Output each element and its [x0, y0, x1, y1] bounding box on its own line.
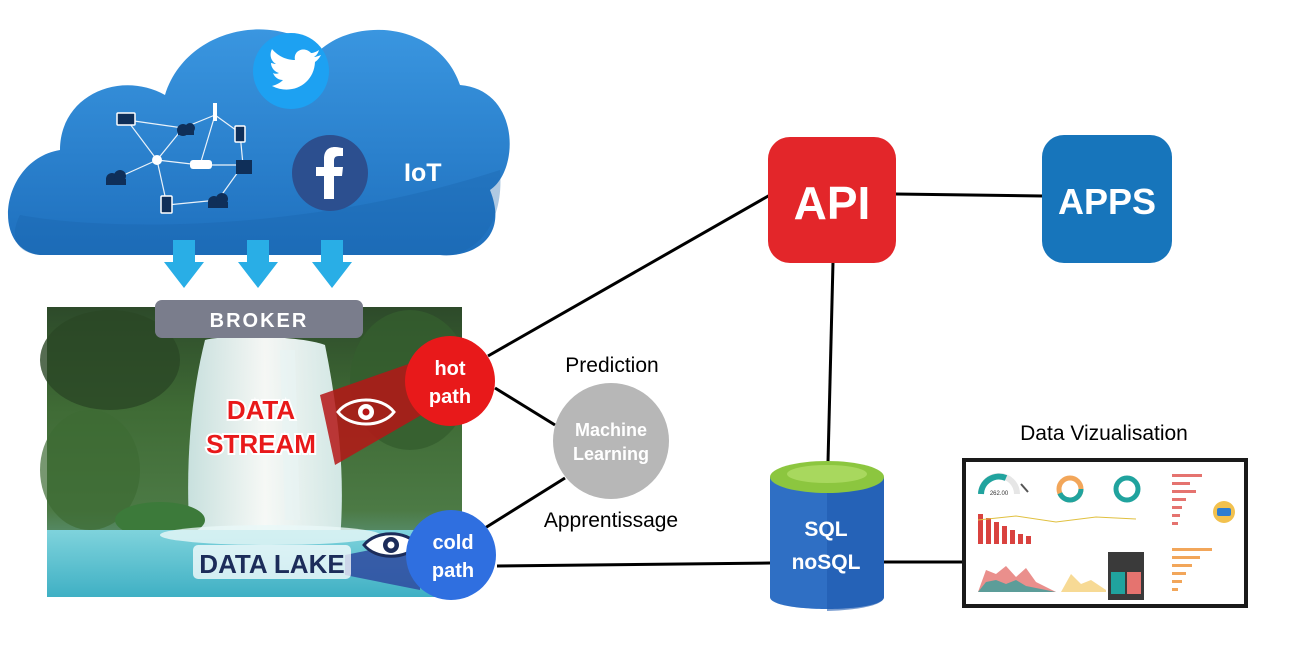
- apps-label: APPS: [1058, 181, 1156, 222]
- cold-path-to-database-line: [496, 561, 771, 568]
- hot-path-line2: path: [429, 386, 471, 408]
- machine-learning-node: Prediction Machine Learning Apprentissag…: [544, 354, 678, 532]
- data-stream-line2: STREAM: [206, 429, 316, 459]
- database-node: SQL noSQL: [770, 461, 884, 611]
- api-node: API: [768, 137, 896, 263]
- hot-path-to-api-line: [487, 193, 771, 358]
- download-arrow-icon: [164, 240, 352, 288]
- database-line2: noSQL: [792, 551, 861, 574]
- iot-label: IoT: [404, 159, 442, 187]
- apps-node: APPS: [1042, 135, 1172, 263]
- data-stream-line1: DATA: [227, 395, 296, 425]
- gauge-value: 262.00: [990, 491, 1009, 497]
- ml-to-cold-path-line: [484, 476, 566, 530]
- prediction-label: Prediction: [565, 354, 658, 377]
- data-stream-group: DATA STREAM: [204, 360, 430, 465]
- dataviz-title: Data Vizualisation: [1020, 422, 1188, 445]
- twitter-icon: [253, 33, 329, 109]
- dashboard-mini-charts: 262.00: [966, 462, 1244, 604]
- facebook-icon: [292, 135, 368, 211]
- api-label: API: [794, 177, 871, 229]
- cold-path-line2: path: [432, 560, 474, 582]
- api-to-apps-line: [894, 192, 1044, 198]
- ml-line1: Machine: [575, 420, 647, 440]
- hot-path-to-ml-line: [494, 386, 556, 427]
- iot-cloud: IoT: [7, 29, 510, 256]
- ml-line2: Learning: [573, 444, 649, 464]
- data-lake-group: DATA LAKE: [193, 532, 420, 590]
- broker-label: BROKER: [210, 310, 309, 332]
- apprentissage-label: Apprentissage: [544, 509, 678, 532]
- connector-lines: [484, 192, 1044, 568]
- cold-path-line1: cold: [432, 532, 473, 554]
- hot-path-node: hot path: [405, 336, 495, 426]
- hot-path-line1: hot: [434, 358, 465, 380]
- api-to-database-line: [826, 261, 835, 463]
- iot-network-icon: [116, 114, 244, 206]
- data-lake-label: DATA LAKE: [199, 549, 344, 579]
- dashboard-thumbnail: 262.00: [962, 458, 1248, 608]
- database-line1: SQL: [804, 518, 847, 541]
- broker-box: BROKER: [155, 300, 363, 338]
- cold-path-node: cold path: [406, 510, 496, 600]
- eye-icon: [336, 398, 396, 426]
